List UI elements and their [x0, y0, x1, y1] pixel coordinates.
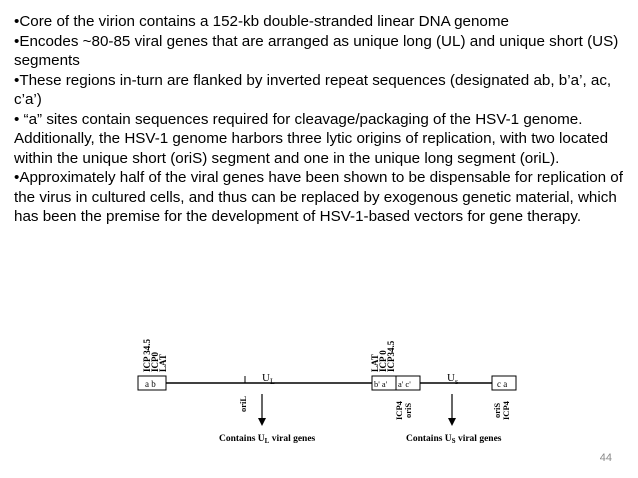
- bullet-item: •Approximately half of the viral genes h…: [14, 169, 623, 225]
- oris-label-left: oriS: [403, 403, 413, 418]
- bullet-item: •Encodes ~80-85 viral genes that are arr…: [14, 32, 619, 70]
- gene-label-icp0-left: ICP0: [150, 352, 160, 372]
- bullet-item: • “a” sites contain sequences required f…: [14, 110, 609, 167]
- bullet-item: •Core of the virion contains a 152-kb do…: [14, 13, 509, 30]
- contains-us-caption: Contains US viral genes: [406, 434, 502, 445]
- gene-label-icp345-left: ICP 34.5: [142, 338, 152, 372]
- contains-ul-caption: Contains UL viral genes: [219, 434, 316, 445]
- gene-label-lat-mid: LAT: [370, 354, 380, 372]
- gene-label-icp345-mid: ICP34.5: [386, 340, 396, 372]
- box-ab-label: a b: [145, 379, 156, 389]
- bullet-list: •Core of the virion contains a 152-kb do…: [14, 12, 626, 227]
- arrow-ul-head: [258, 418, 266, 426]
- box-ba-label: b' a': [374, 379, 388, 389]
- gene-label-lat-left: LAT: [158, 354, 168, 372]
- gene-label-icp0-mid: ICP 0: [378, 350, 388, 372]
- box-ac-label: a' c': [398, 379, 411, 389]
- icp4-label-right: ICP4: [501, 400, 511, 420]
- box-ab: [137, 375, 167, 391]
- page-number: 44: [599, 452, 612, 464]
- oril-label: oriL: [238, 396, 248, 412]
- us-label: Us: [447, 372, 458, 386]
- box-ca-label: c a: [497, 379, 507, 389]
- arrow-us-head: [448, 418, 456, 426]
- box-ca: [491, 375, 517, 391]
- box-ac: [395, 375, 421, 391]
- oris-label-right: oriS: [492, 403, 502, 418]
- icp4-label-left: ICP4: [394, 400, 404, 420]
- bullet-item: •These regions in-turn are flanked by in…: [14, 71, 612, 109]
- ul-label: UL: [262, 372, 275, 386]
